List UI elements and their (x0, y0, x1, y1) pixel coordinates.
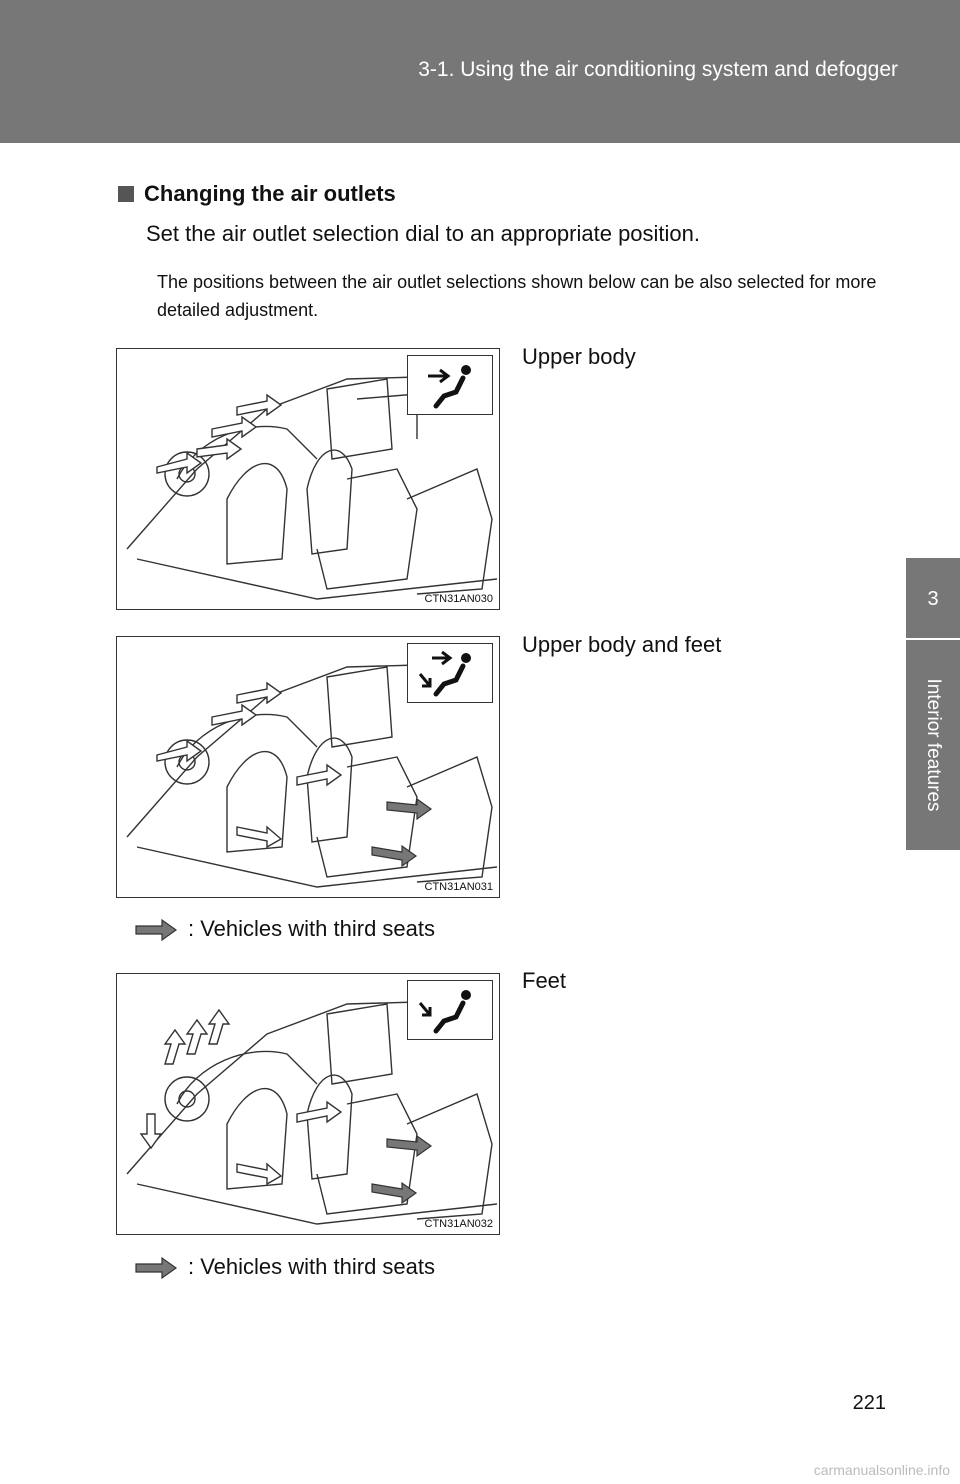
page-number: 221 (852, 1392, 886, 1414)
figure-upper-body: CTN31AN030 (116, 348, 500, 610)
chapter-number-tab[interactable]: 3 (906, 558, 960, 638)
square-bullet-icon (118, 186, 134, 202)
legend-third-seats: : Vehicles with third seats (134, 1254, 435, 1280)
legend-third-seats: : Vehicles with third seats (134, 916, 435, 942)
section-lead: Set the air outlet selection dial to an … (146, 221, 701, 246)
car-interior-illustration (126, 376, 498, 600)
bi-level-vent-icon (407, 643, 493, 703)
figure-feet: CTN31AN032 (116, 973, 500, 1235)
caption-feet: Feet (522, 968, 567, 993)
footer-watermark-url[interactable]: carmanualsonline.info (813, 1462, 950, 1478)
section-heading: Changing the air outlets (118, 181, 396, 207)
car-interior-illustration (126, 1001, 498, 1225)
figure-code: CTN31AN032 (424, 1218, 493, 1230)
face-vent-icon (407, 355, 493, 415)
gray-arrow-icon (135, 1256, 178, 1280)
figure-upper-body-and-feet: CTN31AN031 (116, 636, 500, 898)
caption-upper-body: Upper body (522, 344, 636, 369)
page-header: 3-1. Using the air conditioning system a… (0, 0, 960, 143)
figure-code: CTN31AN030 (424, 593, 493, 605)
section-note: The positions between the air outlet sel… (157, 272, 877, 320)
foot-vent-icon (407, 980, 493, 1040)
figure-code: CTN31AN031 (424, 881, 493, 893)
gray-arrow-icon (135, 918, 178, 942)
caption-upper-body-and-feet: Upper body and feet (522, 632, 722, 657)
header-title: 3-1. Using the air conditioning system a… (418, 58, 898, 81)
car-interior-illustration (126, 664, 498, 888)
chapter-label-tab[interactable]: Interior features (906, 640, 960, 850)
